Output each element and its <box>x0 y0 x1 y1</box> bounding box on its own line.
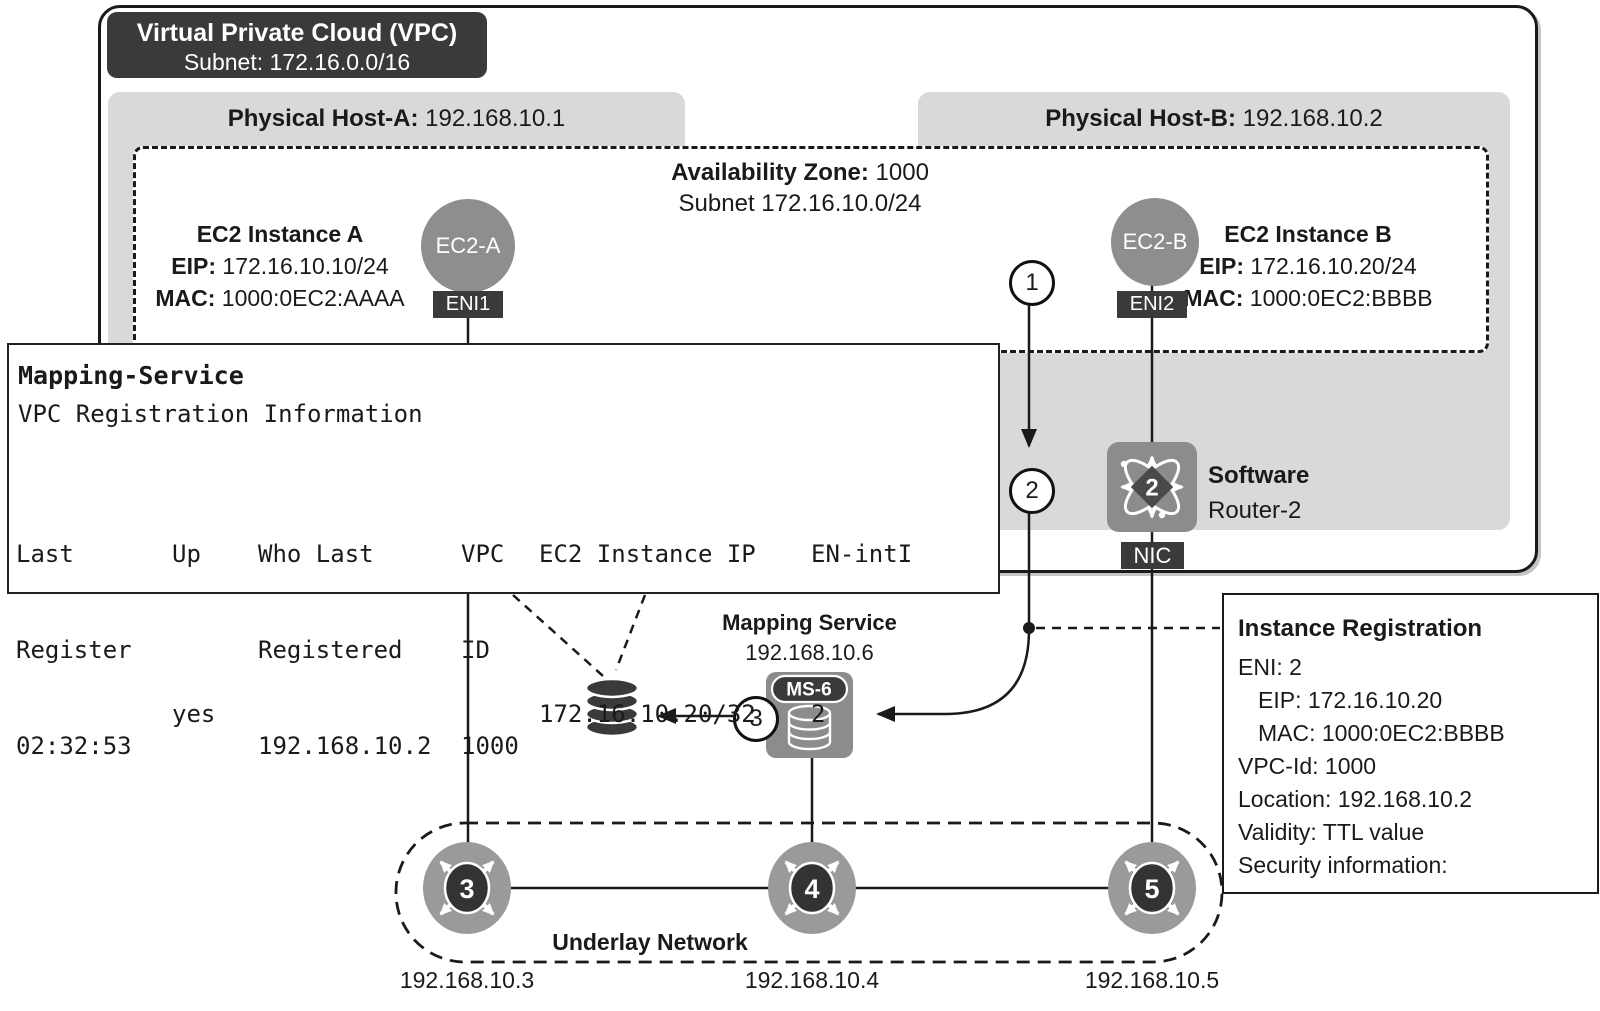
software-router-title: Software <box>1208 462 1310 489</box>
vpc-title: Virtual Private Cloud (VPC) <box>136 19 458 47</box>
availability-zone-box <box>133 146 1489 353</box>
router-5-icon: 5 <box>1108 842 1196 934</box>
eni1-tag: ENI1 <box>433 291 503 318</box>
mapping-service-ip: 192.168.10.6 <box>745 640 874 665</box>
ms6-badge <box>770 674 849 704</box>
vpc-subnet: Subnet: 172.16.0.0/16 <box>183 49 411 75</box>
eni2-tag: ENI2 <box>1117 291 1187 318</box>
router-5-ip: 192.168.10.5 <box>1084 967 1220 993</box>
host-a-label: Physical Host-A: <box>227 105 419 132</box>
ms6-badge-label: MS-6 <box>786 680 831 701</box>
ec2-b-info: EC2 Instance B EIP: 172.16.10.20/24 MAC:… <box>1163 218 1453 314</box>
mapping-service-panel: Mapping-Service VPC Registration Informa… <box>7 343 1000 760</box>
ec2-b-eip: 172.16.10.20/24 <box>1250 253 1417 279</box>
reg-line-mac: MAC: 1000:0EC2:BBBB <box>1258 720 1505 746</box>
arrow-step2-to-ms <box>876 510 1031 722</box>
vpc-title-box: Virtual Private Cloud (VPC) Subnet: 172.… <box>107 12 487 78</box>
host-a-ip: 192.168.10.1 <box>425 105 566 132</box>
underlay-network-boundary <box>394 821 1224 964</box>
ms-col-instance-ip: EC2 Instance IP 172.16.10.20/32 <box>539 540 756 728</box>
mapping-service-node-label: Mapping Service 192.168.10.6 <box>697 608 922 668</box>
dashed-callout-right <box>614 594 647 671</box>
instance-registration-panel: Instance Registration ENI: 2 EIP: 172.16… <box>1222 593 1599 894</box>
ec2-a-node: EC2-A <box>421 199 515 293</box>
az-subnet: Subnet 172.16.10.0/24 <box>678 190 922 217</box>
ec2-b-node: EC2-B <box>1111 198 1199 286</box>
router-3-ip: 192.168.10.3 <box>399 967 535 993</box>
ec2-a-title: EC2 Instance A <box>196 221 364 247</box>
host-b-title: Physical Host-B: 192.168.10.2 <box>918 105 1510 133</box>
instance-registration-lines: ENI: 2 EIP: 172.16.10.20 MAC: 1000:0EC2:… <box>1238 651 1505 882</box>
ms-col-last-register: Last Register 02:32:53 <box>16 540 132 760</box>
router-3-number: 3 <box>459 874 474 904</box>
availability-zone-text: Availability Zone: 1000 Subnet 172.16.10… <box>630 157 970 219</box>
ms-col-who-last: Who Last Registered 192.168.10.2 <box>258 540 432 760</box>
mapping-service-title: Mapping Service <box>722 610 897 635</box>
reg-line-eip: EIP: 172.16.10.20 <box>1258 687 1443 713</box>
database-icon <box>584 677 640 738</box>
mapping-service-node: MS-6 <box>766 672 853 758</box>
router-4-ip: 192.168.10.4 <box>744 967 880 993</box>
underlay-network-label: Underlay Network <box>552 929 748 955</box>
ms-col-vpc-id: VPC ID 1000 <box>461 540 519 760</box>
step-2-marker: 2 <box>1009 468 1055 514</box>
host-a-title: Physical Host-A: 192.168.10.1 <box>108 105 685 133</box>
router-3-icon: 3 <box>423 842 511 934</box>
ms6-database-icon <box>787 704 832 751</box>
ec2-a-eip: 172.16.10.10/24 <box>222 253 389 279</box>
software-router-subtitle: Router-2 <box>1208 497 1302 524</box>
nic-tag: NIC <box>1121 542 1184 569</box>
step-3-marker: 3 <box>733 696 779 742</box>
reg-line-location: Location: 192.168.10.2 <box>1238 786 1473 812</box>
ms-col-up: Up yes <box>172 540 216 728</box>
junction-dot <box>1023 622 1035 634</box>
reg-line-security: Security information: <box>1238 852 1448 878</box>
ec2-b-mac: 1000:0EC2:BBBB <box>1249 285 1433 311</box>
software-router-number: 2 <box>1145 475 1158 502</box>
ec2-a-mac: 1000:0EC2:AAAA <box>221 285 405 311</box>
reg-line-eni: ENI: 2 <box>1238 654 1302 680</box>
router-4-icon: 4 <box>768 842 856 934</box>
host-b-label: Physical Host-B: <box>1045 105 1236 132</box>
ec2-b-title: EC2 Instance B <box>1224 221 1392 247</box>
az-value: 1000 <box>875 159 929 186</box>
software-router-icon: 2 <box>1107 442 1197 532</box>
az-label: Availability Zone: <box>671 159 869 186</box>
router-4-number: 4 <box>804 874 819 904</box>
router-5-number: 5 <box>1144 874 1159 904</box>
ms-panel-title: Mapping-Service <box>18 361 244 390</box>
instance-registration-title: Instance Registration <box>1238 615 1483 642</box>
reg-line-vpc-id: VPC-Id: 1000 <box>1238 753 1377 779</box>
ms-col-en-inti: EN-intI 2 <box>811 540 913 728</box>
dashed-callout-left <box>512 594 604 677</box>
host-b-ip: 192.168.10.2 <box>1242 105 1383 132</box>
step-1-marker: 1 <box>1009 260 1055 306</box>
ec2-a-info: EC2 Instance A EIP: 172.16.10.10/24 MAC:… <box>135 218 425 314</box>
reg-line-validity: Validity: TTL value <box>1238 819 1425 845</box>
ms-panel-subtitle: VPC Registration Information <box>18 400 423 428</box>
